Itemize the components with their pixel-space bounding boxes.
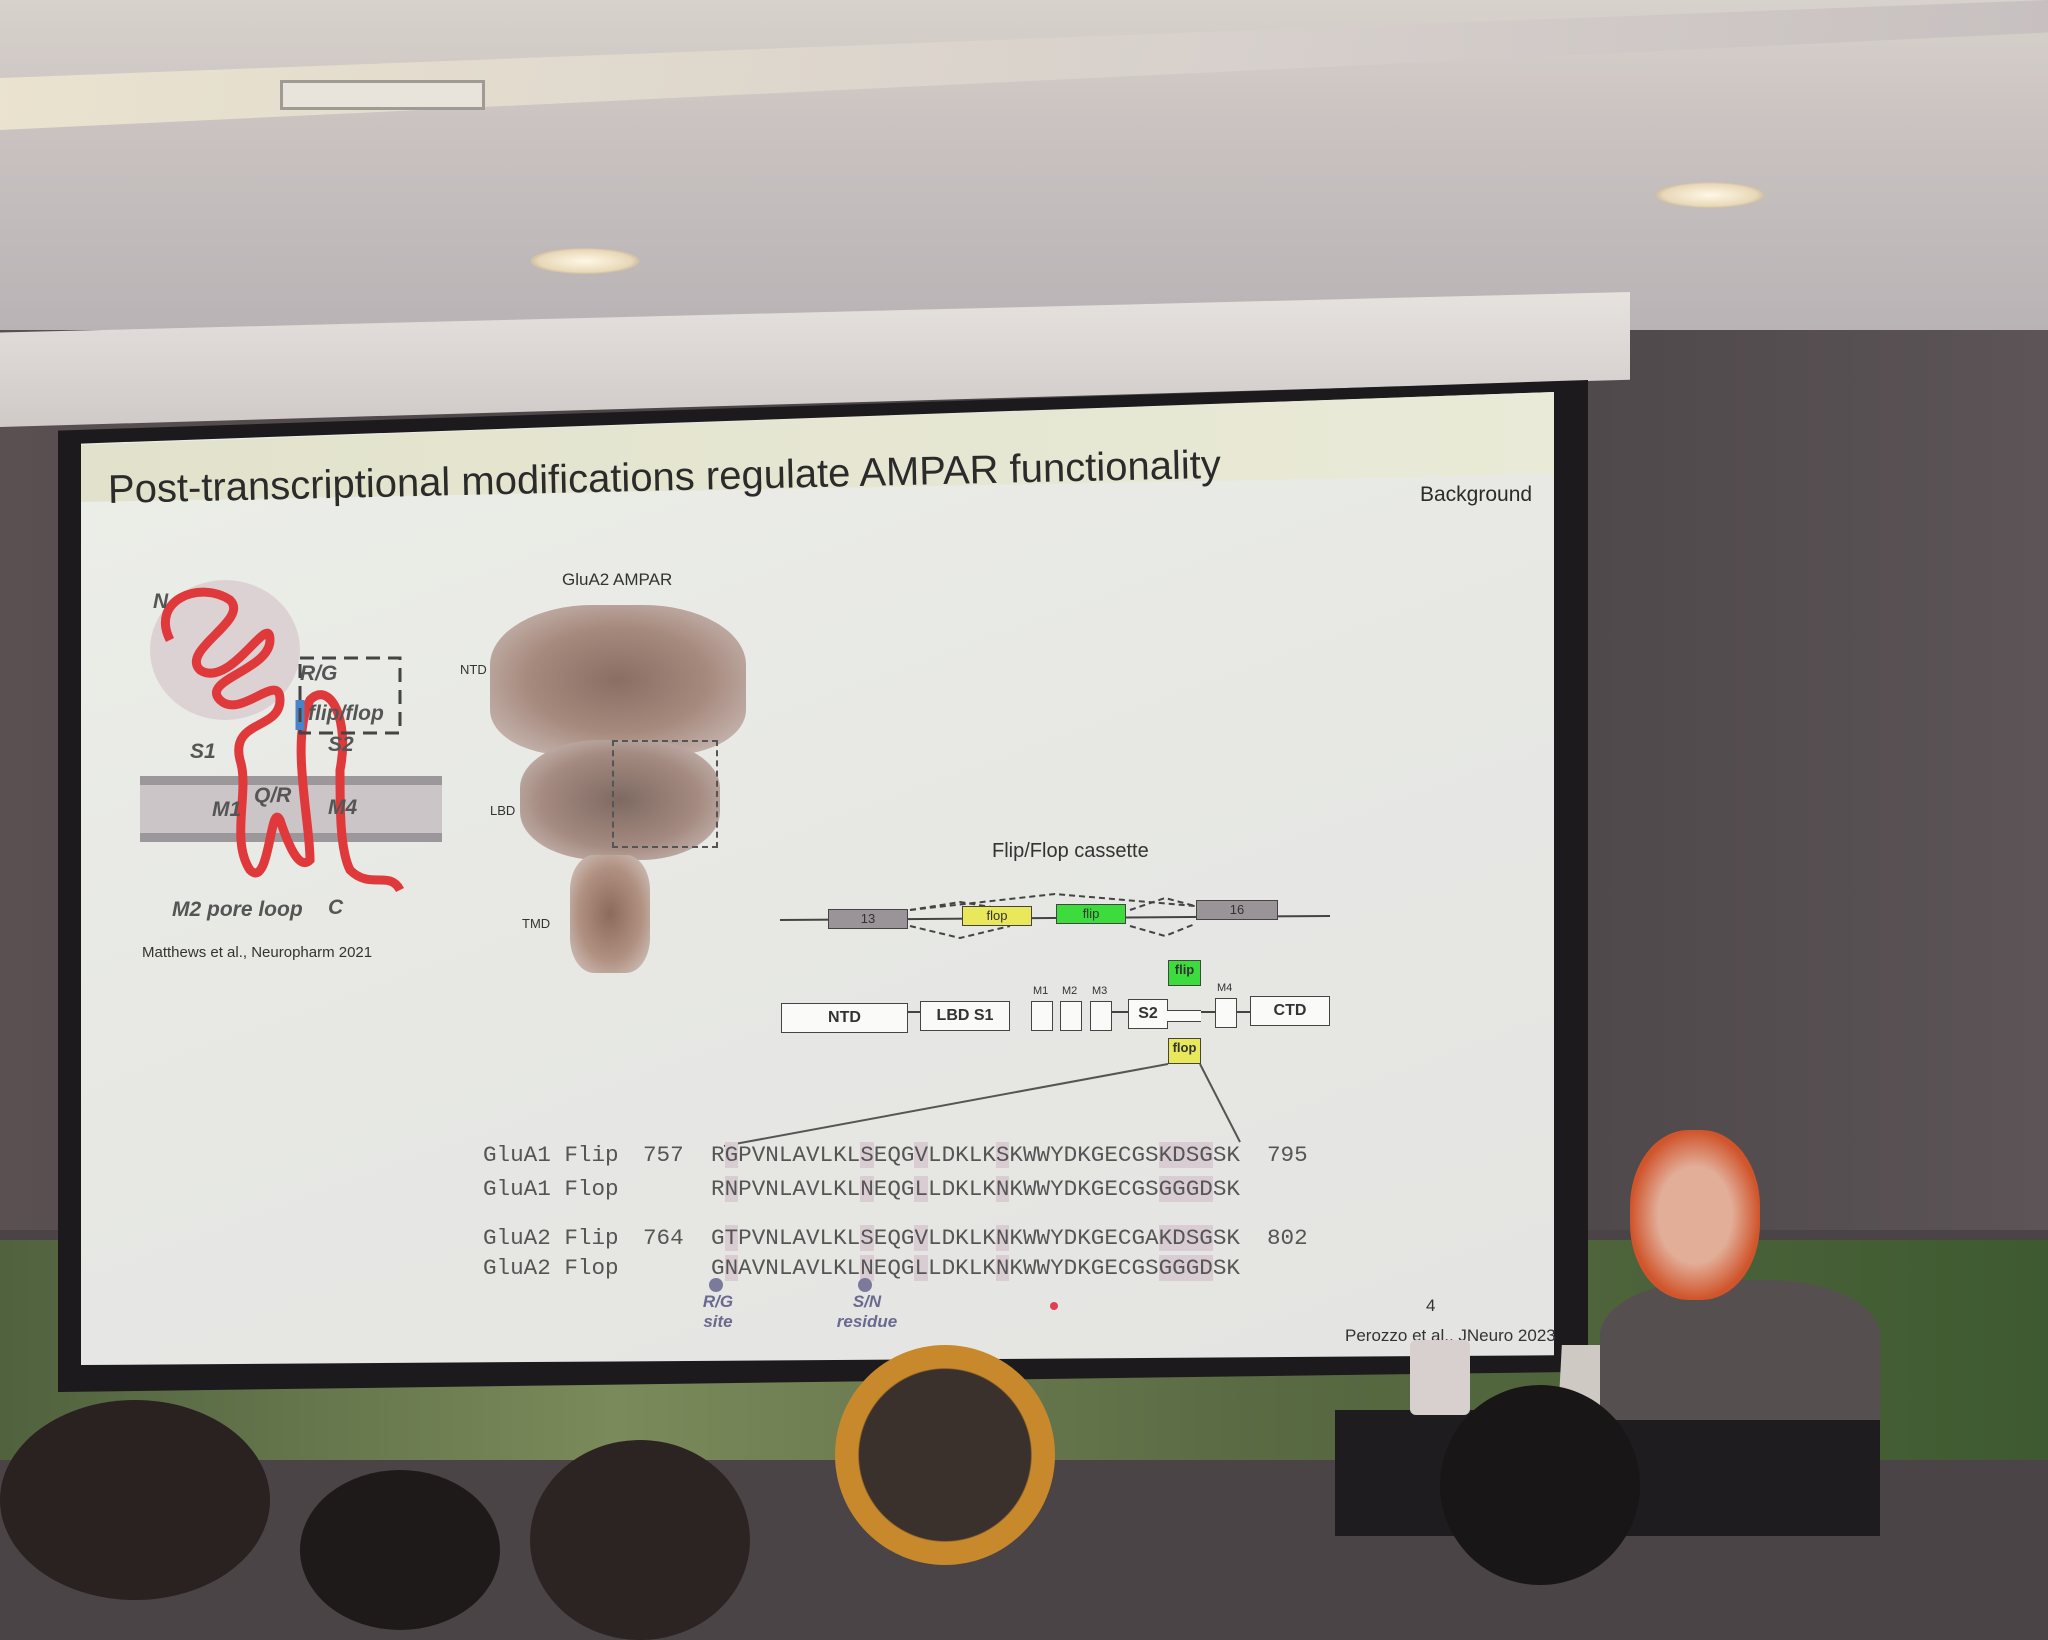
strand-path <box>160 587 405 893</box>
exon-13: 13 <box>828 909 908 929</box>
c-terminus-label: C <box>328 896 344 919</box>
ceiling-vent <box>280 80 485 110</box>
sequence-name: GluA1 Flip <box>483 1142 619 1168</box>
audience-head <box>1440 1385 1640 1585</box>
sequence: RGPVNLAVLKLSEQGVLDKLKSKWWYDKGECGSKDSGSK <box>711 1142 1240 1168</box>
laser-pointer-dot <box>1050 1302 1058 1310</box>
cassette-title: Flip/Flop cassette <box>992 840 1149 862</box>
m1-label: M1 <box>1033 985 1049 997</box>
water-bottle <box>1410 1340 1470 1415</box>
domain-m2 <box>1060 1001 1082 1031</box>
ceiling-light <box>1655 182 1765 208</box>
sequence: GTPVNLAVLKLSEQGVLDKLKNKWWYDKGECGAKDSGSK <box>711 1225 1240 1251</box>
structure-title: GluA2 AMPAR <box>562 570 673 589</box>
rg-label: R/G <box>300 662 338 685</box>
dashed-box <box>298 656 402 735</box>
right-citation: Perozzo et al., JNeuro 2023 <box>1345 1326 1556 1345</box>
lbd-label: LBD <box>490 803 516 818</box>
s1-label: S1 <box>190 740 216 763</box>
domain-s2: S2 <box>1128 999 1168 1029</box>
topology-strand <box>160 587 405 893</box>
domain-flop: flop <box>1168 1038 1201 1064</box>
domain-ctd: CTD <box>1250 996 1330 1026</box>
sn-residue-marker <box>858 1278 872 1292</box>
m2-pore-loop-label: M2 pore loop <box>172 898 303 921</box>
domain-m1 <box>1031 1001 1053 1031</box>
ceiling-light <box>530 248 640 274</box>
exon-flip: flip <box>1056 904 1126 924</box>
domain-flip: flip <box>1168 960 1201 986</box>
presenter-head <box>1630 1130 1760 1300</box>
audience-head <box>530 1440 750 1640</box>
n-terminus-label: N <box>153 590 169 613</box>
sequence-end: 795 <box>1267 1142 1308 1168</box>
sequence-name: GluA1 Flop <box>483 1176 619 1202</box>
sn-residue-label: S/N residue <box>836 1292 898 1331</box>
audience-head <box>300 1470 500 1630</box>
rg-site-marker <box>709 1278 723 1292</box>
domain-m3 <box>1090 1001 1112 1031</box>
ntd-structure <box>490 605 746 755</box>
domain-m4 <box>1215 998 1237 1028</box>
lbd-structure <box>520 740 720 860</box>
m4-label: M4 <box>328 796 358 819</box>
projected-slide <box>81 392 1554 1365</box>
sequence-end: 802 <box>1267 1225 1308 1251</box>
m2-label: M2 <box>1062 985 1078 997</box>
audience-head-cap <box>835 1345 1055 1565</box>
ntd-label: NTD <box>460 662 487 677</box>
page-number: 4 <box>1426 1296 1436 1315</box>
tmd-label: TMD <box>522 916 551 931</box>
flipflop-label: flip/flop <box>308 702 384 725</box>
m3-label: M3 <box>1092 985 1108 997</box>
presenter-body <box>1600 1280 1880 1420</box>
lbd-dashed-box <box>612 740 718 848</box>
qr-label: Q/R <box>254 784 292 807</box>
tmd-structure <box>570 855 650 973</box>
sequence-name: GluA2 Flop <box>483 1255 619 1281</box>
exon-16: 16 <box>1196 900 1278 920</box>
sequence-name: GluA2 Flip <box>483 1225 619 1251</box>
sequence-start: 757 <box>643 1142 684 1168</box>
exon-flop: flop <box>962 906 1032 926</box>
domain-lbd-s1: LBD S1 <box>920 1001 1010 1031</box>
m1-label: M1 <box>212 798 242 821</box>
sequence: RNPVNLAVLKLNEQGLLDKLKNKWWYDKGECGSGGGDSK <box>711 1176 1240 1202</box>
s2-label: S2 <box>328 733 354 756</box>
zoom-lines <box>723 1063 1241 1147</box>
audience-head <box>0 1400 270 1600</box>
cassette-slot <box>1167 1010 1201 1022</box>
sequence: GNAVNLAVLKLNEQGLLDKLKNKWWYDKGECGSGGGDSK <box>711 1255 1240 1281</box>
m4-label: M4 <box>1217 982 1233 994</box>
sequence-start: 764 <box>643 1225 684 1251</box>
left-citation: Matthews et al., Neuropharm 2021 <box>142 944 373 961</box>
rg-site-label: R/G site <box>702 1292 734 1331</box>
domain-ntd: NTD <box>781 1003 908 1033</box>
section-label: Background <box>1420 483 1533 506</box>
